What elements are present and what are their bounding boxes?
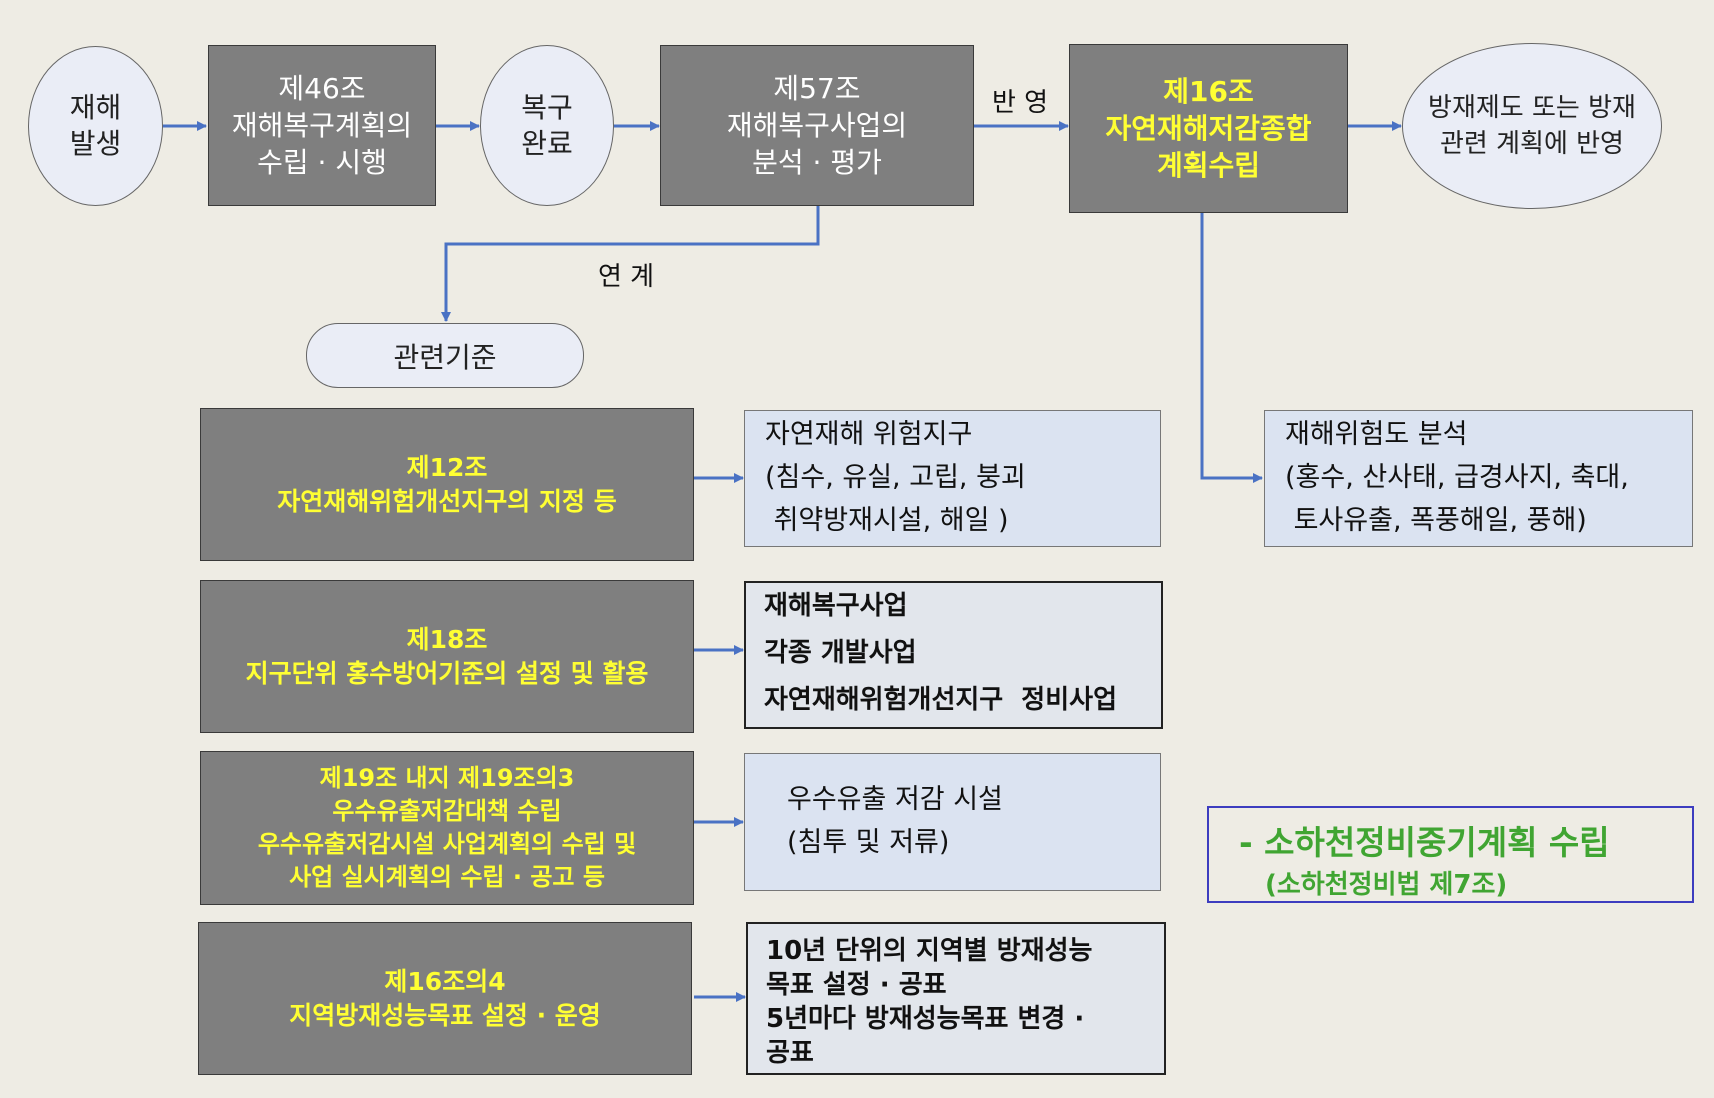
article-18-box: 제18조 지구단위 홍수방어기준의 설정 및 활용 bbox=[200, 580, 694, 733]
article-16-box: 제16조 자연재해저감종합 계획수립 bbox=[1069, 44, 1348, 213]
performance-line-4: 공표 bbox=[766, 1038, 814, 1068]
article-57-line-2: 재해복구사업의 bbox=[726, 109, 908, 142]
article-16-line-2: 자연재해저감종합 bbox=[1105, 112, 1312, 145]
article-18-line-2: 지구단위 홍수방어기준의 설정 및 활용 bbox=[245, 658, 649, 688]
article-12-box: 제12조 자연재해위험개선지구의 지정 등 bbox=[200, 408, 694, 561]
article-16-line-1: 제16조 bbox=[1163, 75, 1254, 108]
reflect-label: 반 영 bbox=[992, 88, 1049, 118]
reflect-target-line-1: 방재제도 또는 방재 bbox=[1428, 93, 1636, 123]
article-19-line-2: 우수유출저감대책 수립 bbox=[332, 797, 562, 825]
risk-map-line-2: (홍수, 산사태, 급경사지, 축대, bbox=[1285, 462, 1629, 493]
disaster-line-2: 발생 bbox=[69, 127, 122, 160]
article-57-box: 제57조 재해복구사업의 분석 · 평가 bbox=[660, 45, 974, 206]
article-16-4-line-1: 제16조의4 bbox=[384, 966, 506, 996]
risk-district-detail-box: 자연재해 위험지구 (침수, 유실, 고립, 붕괴 취약방재시설, 해일 ) bbox=[744, 410, 1161, 547]
recovery-projects-line-3: 자연재해위험개선지구 정비사업 bbox=[764, 685, 1117, 715]
recovery-projects-line-1: 재해복구사업 bbox=[764, 591, 908, 621]
related-standard-node: 관련기준 bbox=[306, 323, 584, 388]
article-16-4-line-2: 지역방재성능목표 설정 · 운영 bbox=[289, 1000, 601, 1030]
risk-district-line-1: 자연재해 위험지구 bbox=[765, 419, 973, 450]
disaster-performance-detail-box: 10년 단위의 지역별 방재성능 목표 설정 · 공표 5년마다 방재성능목표 … bbox=[746, 922, 1166, 1075]
article-19-line-3: 우수유출저감시설 사업계획의 수립 및 bbox=[257, 830, 637, 858]
recovery-projects-detail-box: 재해복구사업 각종 개발사업 자연재해위험개선지구 정비사업 bbox=[744, 581, 1163, 729]
reflect-target-line-2: 관련 계획에 반영 bbox=[1440, 129, 1624, 159]
article-16-line-3: 계획수립 bbox=[1156, 149, 1261, 182]
arrow-art57-to-standard bbox=[441, 206, 820, 322]
runoff-facility-line-2: (침투 및 저류) bbox=[787, 827, 950, 858]
small-river-law: (소하천정비법 제7조) bbox=[1265, 870, 1508, 900]
risk-district-line-3: 취약방재시설, 해일 ) bbox=[765, 505, 1009, 536]
runoff-facility-line-1: 우수유출 저감 시설 bbox=[787, 784, 1003, 815]
disaster-occurrence-node: 재해 발생 bbox=[28, 46, 163, 206]
reflect-target-node: 방재제도 또는 방재 관련 계획에 반영 bbox=[1402, 43, 1662, 209]
recovery-projects-line-2: 각종 개발사업 bbox=[764, 638, 917, 668]
arrow-art16-to-riskmap bbox=[1200, 213, 1263, 483]
article-12-line-2: 자연재해위험개선지구의 지정 등 bbox=[277, 486, 617, 516]
performance-line-2: 목표 설정 · 공표 bbox=[766, 970, 947, 1000]
performance-line-1: 10년 단위의 지역별 방재성능 bbox=[766, 936, 1093, 966]
recovery-line-2: 완료 bbox=[521, 126, 573, 160]
article-12-line-1: 제12조 bbox=[406, 452, 488, 482]
article-18-line-1: 제18조 bbox=[406, 624, 488, 654]
link-label: 연 계 bbox=[598, 262, 655, 292]
small-river-plan-box: - 소하천정비중기계획 수립 (소하천정비법 제7조) bbox=[1207, 806, 1694, 903]
recovery-complete-node: 복구 완료 bbox=[480, 45, 614, 206]
risk-map-line-1: 재해위험도 분석 bbox=[1285, 419, 1468, 450]
article-19-line-4: 사업 실시계획의 수립 · 공고 등 bbox=[289, 863, 605, 891]
article-46-line-3: 수립 · 시행 bbox=[257, 146, 387, 179]
risk-map-line-3: 토사유출, 폭풍해일, 풍해) bbox=[1285, 505, 1587, 536]
article-19-box: 제19조 내지 제19조의3 우수유출저감대책 수립 우수유출저감시설 사업계획… bbox=[200, 751, 694, 905]
article-57-line-1: 제57조 bbox=[773, 72, 861, 105]
runoff-facility-detail-box: 우수유출 저감 시설 (침투 및 저류) bbox=[744, 753, 1161, 891]
disaster-line-1: 재해 bbox=[69, 91, 122, 124]
performance-line-3: 5년마다 방재성능목표 변경 · bbox=[766, 1004, 1085, 1034]
article-46-box: 제46조 재해복구계획의 수립 · 시행 bbox=[208, 45, 436, 206]
related-standard-text: 관련기준 bbox=[393, 340, 497, 374]
article-16-4-box: 제16조의4 지역방재성능목표 설정 · 운영 bbox=[198, 922, 692, 1075]
article-57-line-3: 분석 · 평가 bbox=[752, 146, 882, 179]
recovery-line-1: 복구 bbox=[521, 90, 573, 124]
article-19-line-1: 제19조 내지 제19조의3 bbox=[319, 764, 575, 792]
risk-map-analysis-box: 재해위험도 분석 (홍수, 산사태, 급경사지, 축대, 토사유출, 폭풍해일,… bbox=[1264, 410, 1693, 547]
risk-district-line-2: (침수, 유실, 고립, 붕괴 bbox=[765, 462, 1026, 493]
article-46-line-1: 제46조 bbox=[278, 72, 366, 105]
article-46-line-2: 재해복구계획의 bbox=[231, 109, 413, 142]
small-river-title: - 소하천정비중기계획 수립 bbox=[1239, 823, 1610, 862]
